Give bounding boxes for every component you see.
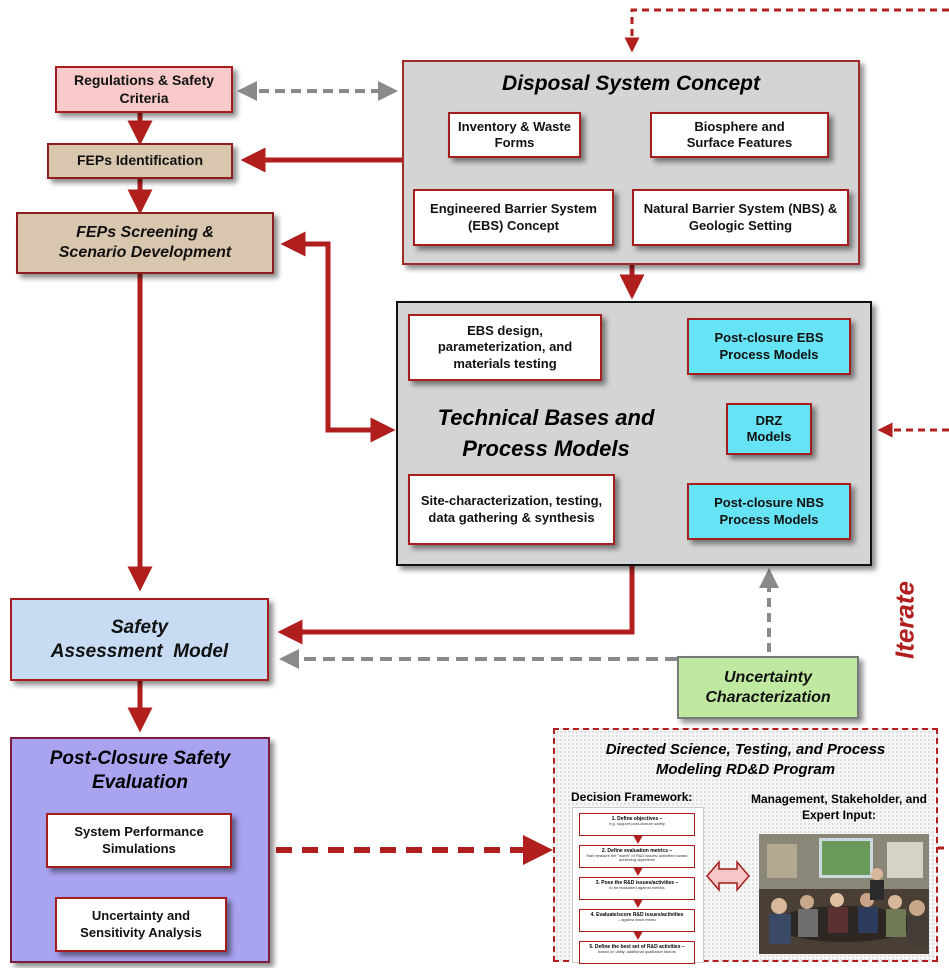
technical-bases-title: Technical Bases and Process Models — [406, 403, 686, 465]
uncertainty-line2: Characterization — [705, 688, 831, 706]
decision-step-arrow — [633, 931, 643, 940]
uncertainty-sensitivity-label: Uncertainty and Sensitivity Analysis — [80, 908, 202, 940]
decision-step-sub: e.g. support post-closure safety — [609, 821, 665, 827]
decision-step-arrow — [633, 835, 643, 844]
decision-step: 4. Evaluate/score R&D issues/activities–… — [579, 909, 695, 932]
site-characterization-label: Site-characterization, testing, data gat… — [420, 493, 603, 525]
rdd-program-panel: Directed Science, Testing, and Process M… — [553, 728, 938, 964]
ebs-design-label: EBS design, parameterization, and materi… — [437, 323, 573, 371]
decision-step-sub: that measure the "worth" of R&D issues/ … — [586, 853, 688, 863]
safety-model-line1: Safety — [110, 616, 169, 638]
nbs-box: Natural Barrier System (NBS) & Geologic … — [632, 189, 849, 246]
double-arrow-icon — [705, 857, 751, 895]
feps-identification-box: FEPs Identification — [47, 143, 233, 179]
photo-meeting — [759, 834, 929, 954]
decision-step-arrow — [633, 899, 643, 908]
decision-step: 3. Pose the R&D issues/activities –to be… — [579, 877, 695, 900]
decision-step: 1. Define objectives –e.g. support post-… — [579, 813, 695, 836]
disposal-concept-title: Disposal System Concept — [502, 72, 760, 95]
site-characterization-box: Site-characterization, testing, data gat… — [408, 474, 615, 545]
ebs-concept-box: Engineered Barrier System (EBS) Concept — [413, 189, 614, 246]
post-closure-title: Post-Closure Safety Evaluation — [12, 747, 268, 795]
technical-title-line1: Technical Bases and — [437, 405, 655, 430]
management-input-label: Management, Stakeholder, and Expert Inpu… — [750, 792, 928, 822]
rdd-title: Directed Science, Testing, and Process M… — [555, 740, 936, 779]
safety-assessment-model-box: Safety Assessment Model — [10, 598, 269, 681]
decision-step-head: 4. Evaluate/score R&D issues/activities — [590, 912, 684, 918]
post-closure-title-line2: Evaluation — [91, 771, 189, 793]
uncertainty-line1: Uncertainty — [723, 668, 813, 686]
nbs-label: Natural Barrier System (NBS) & Geologic … — [643, 201, 838, 233]
decision-step-head: 3. Pose the R&D issues/activities – — [595, 880, 679, 886]
decision-step-sub: to be evaluated against metrics — [609, 885, 665, 891]
feps-identification-label: FEPs Identification — [76, 152, 203, 169]
decision-framework-label: Decision Framework: — [571, 790, 693, 804]
drz-models-label: DRZ Models — [746, 412, 792, 444]
inventory-box: Inventory & Waste Forms — [448, 112, 581, 158]
iterate-label: Iterate — [889, 580, 920, 660]
uncertainty-sensitivity-box: Uncertainty and Sensitivity Analysis — [55, 897, 227, 952]
post-closure-ebs-label: Post-closure EBS Process Models — [714, 330, 824, 362]
post-closure-title-line1: Post-Closure Safety — [49, 748, 231, 769]
ebs-concept-label: Engineered Barrier System (EBS) Concept — [430, 201, 597, 233]
decision-step-sub: based on utility, additional qualitative… — [598, 949, 676, 955]
biosphere-label: Biosphere and Surface Features — [686, 118, 793, 150]
uncertainty-characterization-box: Uncertainty Characterization — [677, 656, 859, 719]
decision-step: 2. Define evaluation metrics –that measu… — [579, 845, 695, 868]
tech-safety-arrow — [277, 565, 635, 645]
decision-framework-doc: 1. Define objectives –e.g. support post-… — [572, 807, 704, 964]
technical-title-line2: Process Models — [462, 435, 630, 461]
decision-step-head: 5. Define the best set of R&D activities… — [589, 944, 685, 950]
system-performance-label: System Performance Simulations — [74, 824, 204, 856]
decision-step-sub: – against each metric — [617, 917, 657, 923]
post-closure-ebs-box: Post-closure EBS Process Models — [687, 318, 851, 375]
feps-screening-label: FEPs Screening & Scenario Development — [58, 224, 232, 261]
rdd-title-line1: Directed Science, Testing, and Process — [605, 741, 886, 758]
decision-step-head: 2. Define evaluation metrics – — [601, 848, 673, 854]
iterate-loop-top — [624, 8, 949, 53]
regulations-label: Regulations & Safety Criteria — [73, 72, 215, 106]
post-closure-nbs-label: Post-closure NBS Process Models — [714, 495, 824, 527]
rdd-title-line2: Modeling RD&D Program — [655, 760, 836, 778]
system-performance-box: System Performance Simulations — [46, 813, 232, 868]
decision-step-head: 1. Define objectives – — [611, 816, 663, 822]
feps-screening-box: FEPs Screening & Scenario Development — [16, 212, 274, 274]
post-closure-nbs-box: Post-closure NBS Process Models — [687, 483, 851, 540]
screen-tech-arrow — [280, 231, 385, 433]
drz-models-box: DRZ Models — [726, 403, 812, 455]
decision-step: 5. Define the best set of R&D activities… — [579, 941, 695, 964]
ebs-design-box: EBS design, parameterization, and materi… — [408, 314, 602, 381]
safety-model-line2: Assessment Model — [50, 640, 229, 662]
biosphere-box: Biosphere and Surface Features — [650, 112, 829, 158]
regulations-box: Regulations & Safety Criteria — [55, 66, 233, 113]
inventory-label: Inventory & Waste Forms — [458, 118, 571, 150]
decision-step-arrow — [633, 867, 643, 876]
